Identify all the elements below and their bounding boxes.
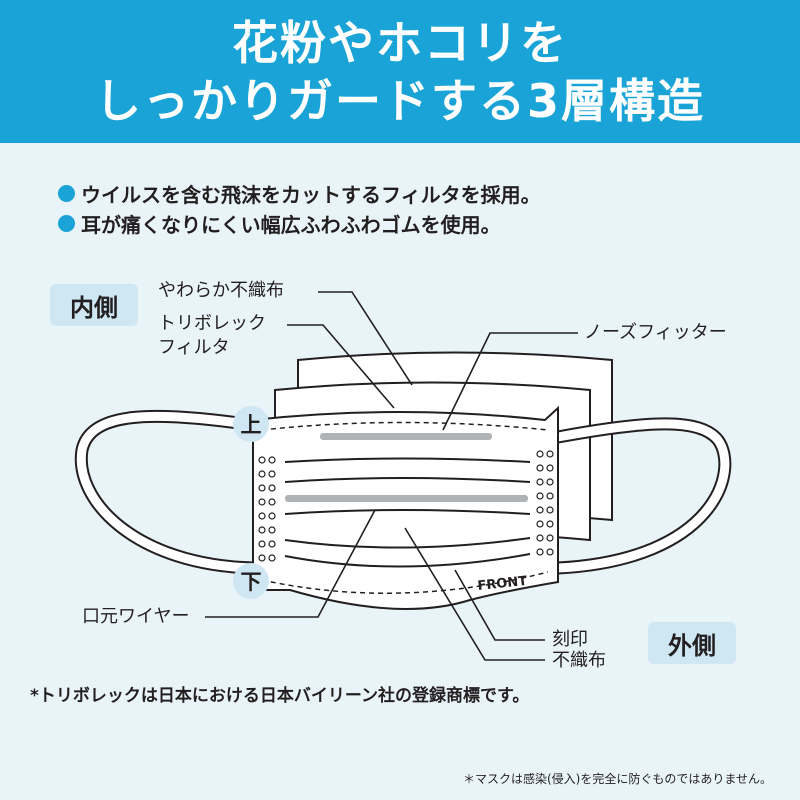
left-edge-stitches — [258, 456, 276, 562]
callout-engraving: 刻印 — [552, 629, 588, 650]
header-title-line1: 花粉やホコリを — [232, 15, 568, 70]
feature-text: ウイルスを含む飛沫をカットするフィルタを採用。 — [81, 182, 541, 207]
header-title-line2: しっかりガードする3層構造 — [94, 73, 705, 128]
trademark-footnote: *トリボレックは日本における日本バイリーン社の登録商標です。 — [30, 686, 530, 706]
inner-side-text: 内側 — [70, 293, 118, 322]
feature-item: 耳が痛くなりにくい幅広ふわふわゴムを使用。 — [58, 208, 541, 238]
disclaimer-text: ＊マスクは感染(侵入)を完全に防ぐものではありません。 — [462, 772, 772, 786]
pleat-line — [284, 537, 531, 549]
pleat-line — [284, 457, 531, 463]
nose-fitter-bar — [320, 433, 492, 440]
header-banner: 花粉やホコリを しっかりガードする3層構造 — [0, 0, 800, 143]
feature-item: ウイルスを含む飛沫をカットするフィルタを採用。 — [58, 178, 541, 208]
front-stamp: FRONT — [477, 574, 528, 594]
outer-side-label: 外側 — [648, 622, 736, 664]
callout-nose-fitter: ノーズフィッター — [584, 322, 727, 343]
pleat-line — [284, 477, 531, 483]
inner-side-label: 内側 — [50, 284, 138, 326]
callout-soft-nonwoven: やわらか不織布 — [158, 280, 284, 301]
top-marker-label: 上 — [241, 413, 262, 437]
right-edge-stitches — [536, 450, 554, 556]
pleat-line — [284, 509, 531, 515]
pleat-line — [284, 553, 531, 568]
feature-list: ウイルスを含む飛沫をカットするフィルタを採用。 耳が痛くなりにくい幅広ふわふわゴ… — [58, 178, 541, 238]
bullet-dot-icon — [58, 184, 75, 202]
outer-side-text: 外側 — [668, 631, 716, 660]
leader-lines — [205, 291, 578, 661]
callout-filter-line2: フィルタ — [158, 337, 230, 358]
bottom-marker-circle — [233, 563, 269, 599]
callout-nonwoven: 不織布 — [552, 650, 606, 671]
callout-mouth-wire: 口元ワイヤー — [82, 606, 190, 627]
left-ear-loop — [74, 409, 260, 575]
callout-filter-line1: トリボレック — [158, 313, 266, 334]
bullet-dot-icon — [58, 214, 75, 232]
top-marker-circle — [233, 406, 269, 442]
callout-filter: トリボレック フィルタ — [158, 312, 266, 360]
feature-text: 耳が痛くなりにくい幅広ふわふわゴムを使用。 — [81, 212, 501, 237]
mask-front-body — [252, 405, 559, 610]
mouth-wire-bar — [285, 495, 528, 502]
bottom-seam — [261, 571, 549, 594]
bottom-marker-label: 下 — [241, 570, 262, 594]
